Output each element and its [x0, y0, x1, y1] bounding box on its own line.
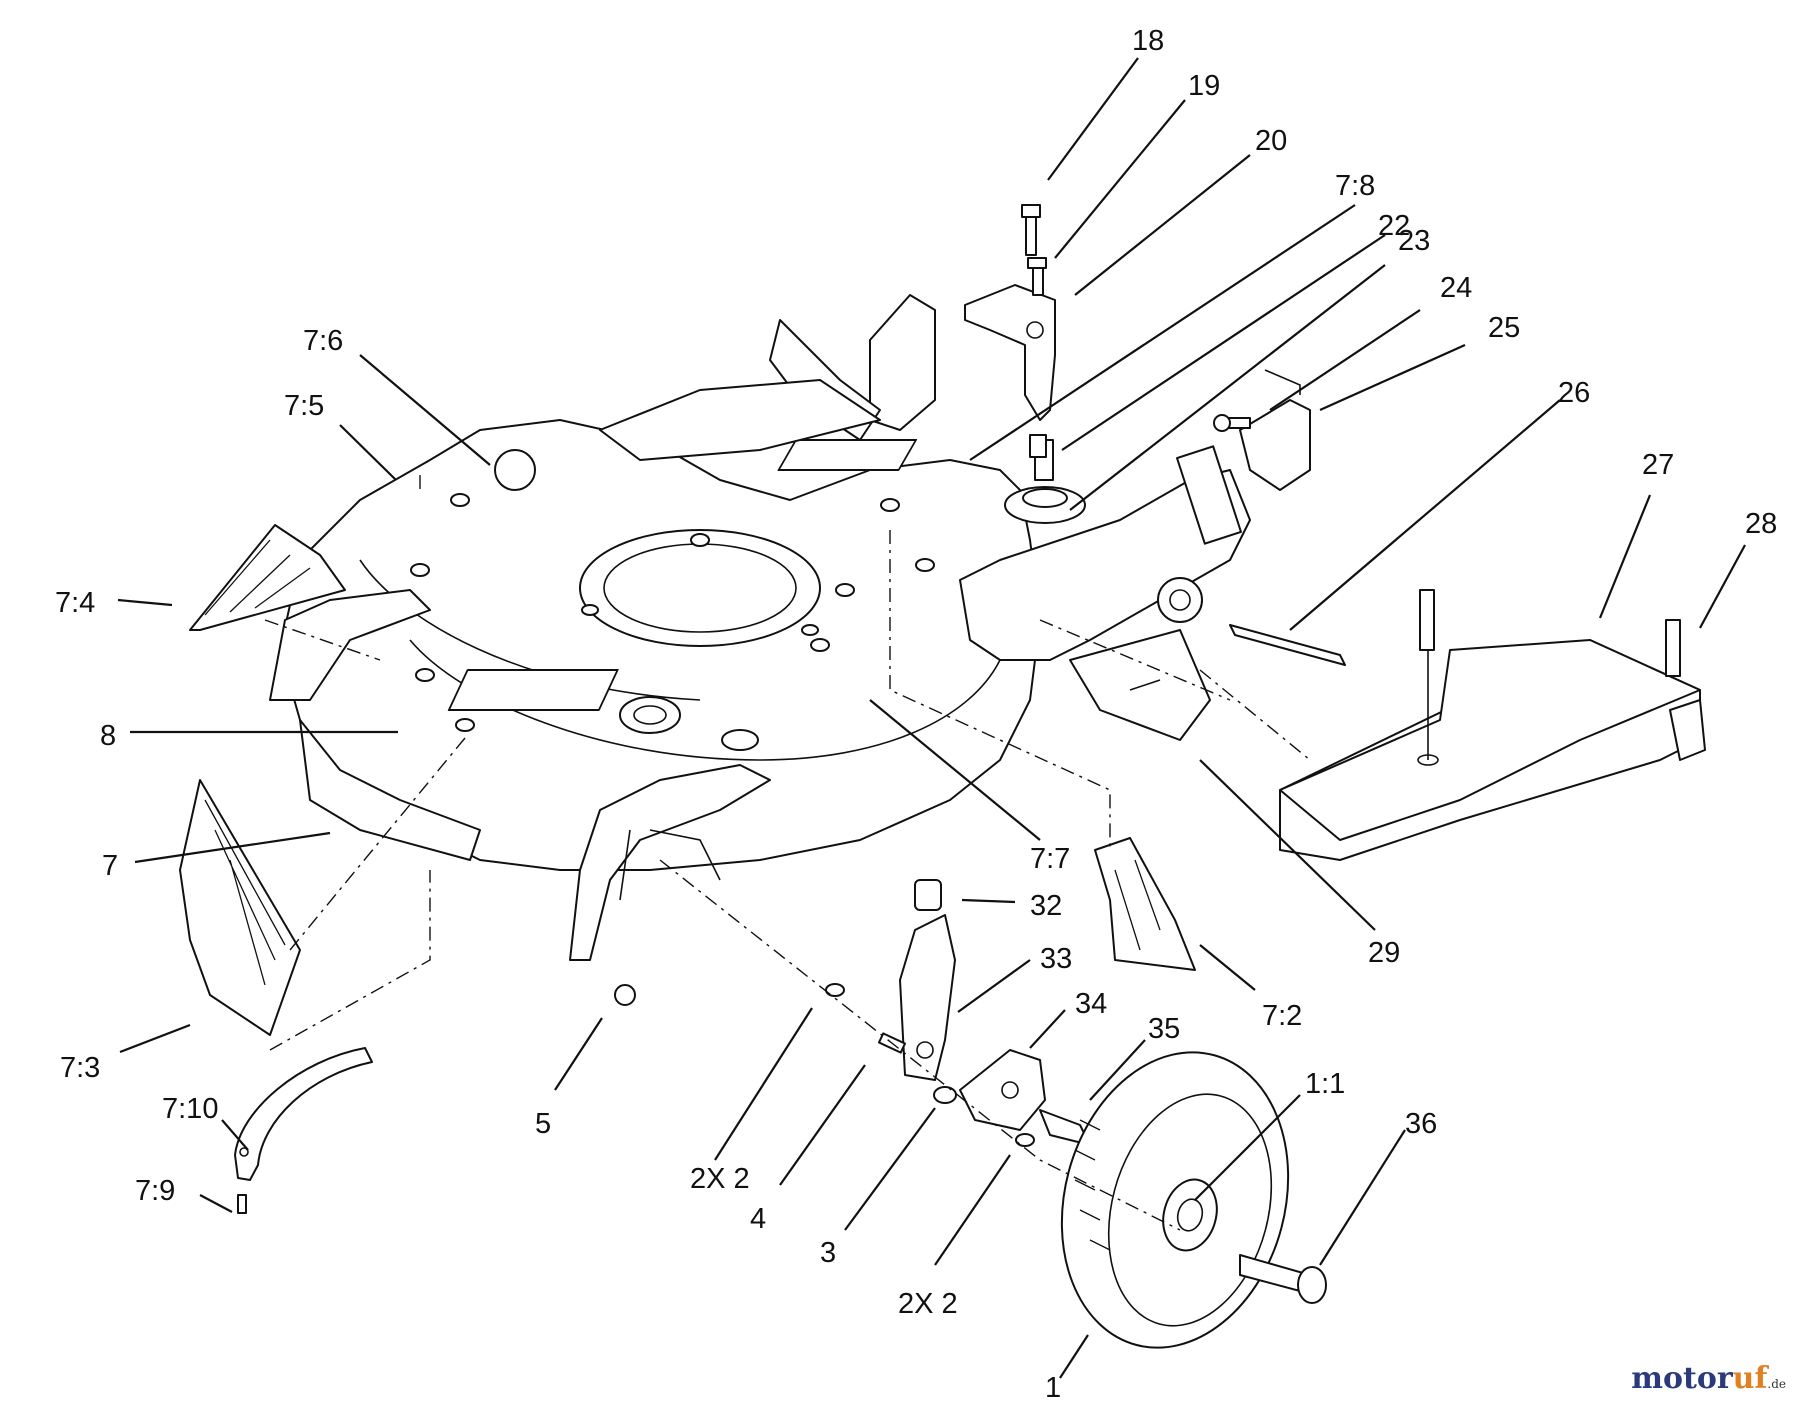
callout-27: 27	[1642, 449, 1674, 481]
baffle-7-4	[189, 524, 346, 631]
height-adjust-assembly	[614, 879, 1091, 1147]
callout-29: 29	[1368, 937, 1400, 969]
callout-3: 3	[820, 1237, 836, 1269]
callout-23: 23	[1398, 225, 1430, 257]
leader-lines	[117, 57, 1746, 1379]
callout-7-4: 7:4	[55, 587, 95, 619]
callout-labels: 18 19 20 7:8 22 23 24 25 26 27 28 7:6 7:…	[55, 25, 1777, 1404]
callout-36: 36	[1405, 1108, 1437, 1140]
rear-axle-housing	[959, 439, 1346, 741]
callout-5: 5	[535, 1108, 551, 1140]
baffle-7-3	[179, 779, 301, 1036]
callout-18: 18	[1132, 25, 1164, 57]
watermark-accent: uf	[1732, 1361, 1768, 1396]
callout-1: 1	[1045, 1372, 1061, 1404]
callout-26: 26	[1558, 377, 1590, 409]
callout-7-8: 7:8	[1335, 170, 1375, 202]
callout-32: 32	[1030, 890, 1062, 922]
callout-7-5: 7:5	[284, 390, 324, 422]
watermark-tld: .de	[1767, 1377, 1786, 1391]
callout-7: 7	[102, 850, 118, 882]
callout-4: 4	[750, 1203, 766, 1235]
watermark-main: motor	[1631, 1361, 1733, 1396]
callout-7-10: 7:10	[162, 1093, 218, 1125]
callout-35: 35	[1148, 1013, 1180, 1045]
callout-2x2-b: 2X 2	[898, 1288, 958, 1320]
callout-19: 19	[1188, 70, 1220, 102]
callout-8: 8	[100, 720, 116, 752]
callout-7-2: 7:2	[1262, 1000, 1302, 1032]
callout-28: 28	[1745, 508, 1777, 540]
callout-7-9: 7:9	[135, 1175, 175, 1207]
strap-7-10	[234, 1047, 373, 1214]
callout-2x2-a: 2X 2	[690, 1163, 750, 1195]
callout-7-7: 7:7	[1030, 843, 1070, 875]
callout-25: 25	[1488, 312, 1520, 344]
watermark-logo: motoruf.de	[1631, 1361, 1786, 1396]
belt-cover	[1279, 589, 1706, 861]
callout-20: 20	[1255, 125, 1287, 157]
callout-7-3: 7:3	[60, 1052, 100, 1084]
wheel	[1060, 1051, 1327, 1349]
callout-34: 34	[1075, 988, 1107, 1020]
callout-7-6: 7:6	[303, 325, 343, 357]
callout-1-1: 1:1	[1305, 1068, 1345, 1100]
baffle-7-2	[1094, 837, 1196, 971]
side-bracket	[1213, 369, 1311, 491]
upper-bracket	[964, 204, 1056, 458]
assembly-lines	[264, 475, 1311, 1231]
callout-22: 22	[1378, 210, 1410, 242]
callout-24: 24	[1440, 272, 1472, 304]
callout-33: 33	[1040, 943, 1072, 975]
deck-housing	[269, 294, 1041, 961]
